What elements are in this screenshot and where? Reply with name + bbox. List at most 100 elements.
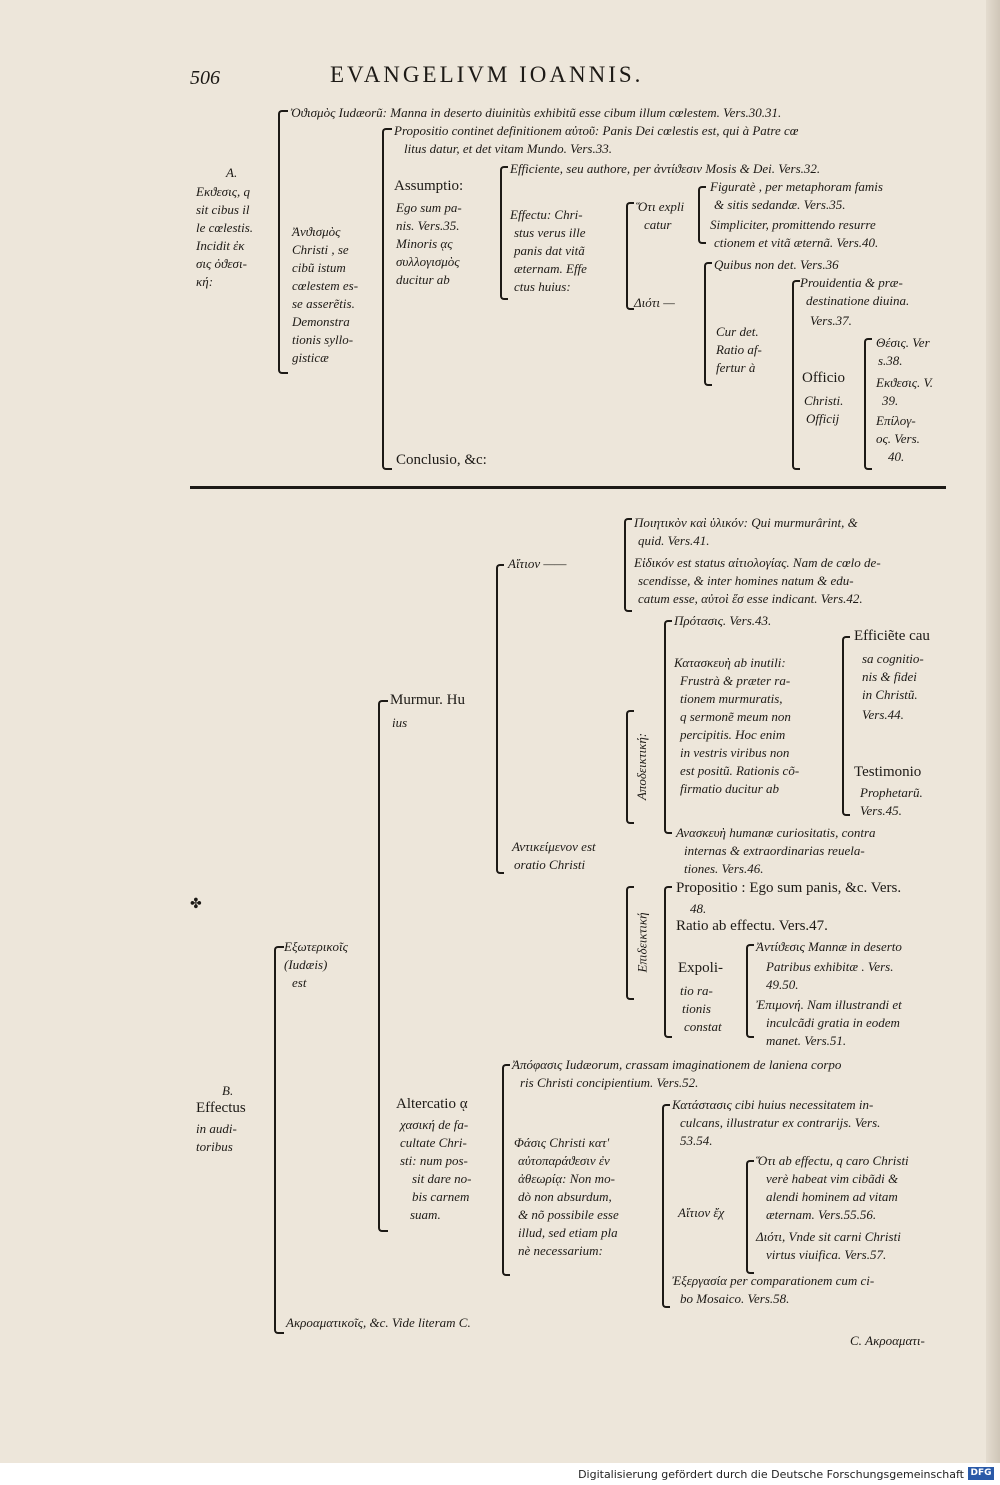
bracket-explicatur	[698, 186, 706, 244]
simpliciter-line: Simpliciter, promittendo resurre	[710, 217, 876, 232]
anaskeue-line: tiones. Vers.46.	[684, 861, 764, 876]
kataskeue-line: q sermonẽ meum non	[680, 709, 791, 724]
officio-line: Officio	[802, 370, 846, 386]
akroamatikois-line: Ακροαματικοῖς, &c. Vide literam C.	[286, 1315, 471, 1330]
hoti2-line: verè habeat vim cibãdi &	[766, 1171, 899, 1186]
murmur-line: ius	[392, 715, 408, 730]
kataskeue-line: in vestris viribus non	[680, 745, 790, 760]
phasis-line: ἀθεωρίᾳ: Non mo-	[518, 1171, 615, 1186]
propositio-line: Propositio continet definitionem αὐτοῦ: …	[394, 123, 799, 138]
section-divider-rule	[190, 486, 946, 489]
epilogos-line: Επίλογ-	[876, 413, 916, 428]
bracket-officio	[864, 338, 872, 470]
antikeimenon-line: Αντικείμενον est	[512, 839, 596, 854]
kataskeue-line: firmatio ducitur ab	[680, 781, 779, 796]
apophasis-line: ris Christi concipientium. Vers.52.	[520, 1075, 699, 1090]
simpliciter-line: ctionem et vitã æternã. Vers.40.	[714, 235, 879, 250]
bracket-altercatio	[502, 1064, 510, 1276]
page-edge-shadow	[986, 0, 1000, 1463]
epilogos-line: 40.	[888, 449, 905, 464]
asterisk-ornament: ✤	[190, 897, 202, 912]
kataskeue-line: percipitis. Hoc enim	[680, 727, 786, 742]
ekthesis-line: Εκϑεσις. V.	[876, 375, 933, 390]
exergasia-line: bo Mosaico. Vers.58.	[680, 1291, 790, 1306]
bracket-demonstratio	[664, 886, 672, 1038]
prothesis-line: Πρότασις. Vers.43.	[674, 613, 772, 628]
bracket-dioti	[704, 262, 712, 386]
bracket-a-main	[278, 110, 288, 374]
expolitio-line: Expoli-	[678, 960, 723, 976]
kataskeue-line: tionem murmuratis,	[680, 691, 783, 706]
ekthesis-line: 39.	[882, 393, 899, 408]
cur-line: Cur det.	[716, 324, 759, 339]
thesis-line: Θέσις. Ver	[876, 335, 930, 350]
hoti-line: catur	[644, 217, 672, 232]
assumptio-line: Minoris ᾳς	[396, 236, 453, 251]
efficiente-causa-line: in Christũ.	[862, 687, 918, 702]
bracket-kataskeue	[842, 636, 850, 816]
figurate-line: & sitis sedandæ. Vers.35.	[714, 197, 846, 212]
bracket-cur	[792, 280, 800, 470]
hoti2-line: alendi hominem ad vitam	[766, 1189, 898, 1204]
occasio-line: Ὀϑισμὸς Iudæorũ: Manna in deserto diuini…	[290, 105, 782, 120]
prouidentia-line: Vers.37.	[810, 313, 852, 328]
poietikon-line: quid. Vers.41.	[638, 533, 710, 548]
anaskeue-line: internas & extraordinarias reuela-	[684, 843, 865, 858]
assumptio-line: ducitur ab	[396, 272, 450, 287]
antithesis-line: gisticæ	[292, 350, 329, 365]
assumptio-line: nis. Vers.35.	[396, 218, 460, 233]
phasis-line: nè necessarium:	[518, 1243, 603, 1258]
assumptio-line: Assumptio:	[394, 178, 464, 194]
bracket-aition	[624, 518, 632, 612]
bracket-murmur	[496, 564, 504, 874]
effectu-line: ctus huius:	[514, 279, 571, 294]
section-b-letter: B.	[222, 1083, 234, 1098]
bracket-syllogism	[382, 128, 392, 470]
antithesis-b-line: Ἀντίϑεσις Mannæ in deserto	[756, 939, 902, 954]
altercatio-line: sti: num pos-	[400, 1153, 468, 1168]
epimone-line: Ἐπιμονή. Nam illustrandi et	[756, 997, 902, 1012]
section-a-label-line: σις ὀϑεσι-	[196, 256, 247, 271]
efficiente-causa-line: Efficiẽte cau	[854, 628, 930, 644]
aition-label: Αἴτιον ——	[508, 556, 567, 571]
effectu-line: Effectu: Chri-	[510, 207, 583, 222]
bracket-phasis	[662, 1104, 670, 1308]
katastasis-line: 53.54.	[680, 1133, 713, 1148]
testimonio-line: Prophetarũ.	[860, 785, 923, 800]
expolitio-line: tio ra-	[680, 983, 713, 998]
testimonio-line: Vers.45.	[860, 803, 902, 818]
dioti-label: Διότι —	[634, 295, 675, 310]
poietikon-line: Ποιητικὸν καὶ ὑλικόν: Qui murmurârint, &	[634, 515, 858, 530]
altercatio-line: suam.	[410, 1207, 441, 1222]
section-a-label-line: Εκϑεσις, q	[196, 184, 250, 199]
effectu-line: stus verus ille	[514, 225, 586, 240]
murmur-line: Murmur. Hu	[390, 692, 465, 708]
propositio-line: litus datur, et det vitam Mundo. Vers.33…	[404, 141, 612, 156]
altercatio-line: cultate Chri-	[400, 1135, 467, 1150]
antithesis-b-line: Patribus exhibitæ . Vers.	[766, 959, 894, 974]
antithesis-line: Demonstra	[292, 314, 350, 329]
exoteric-line: (Iudæis)	[284, 957, 328, 972]
section-b-label-line: toribus	[196, 1139, 233, 1154]
conclusio-line: Conclusio, &c:	[396, 452, 487, 468]
altercatio-line: bis carnem	[412, 1189, 470, 1204]
kataskeue-line: Frustrà & præter ra-	[680, 673, 791, 688]
epideiktike-vertical: Επιδεικτική	[634, 912, 650, 973]
footer-bar: Digitalisierung gefördert durch die Deut…	[0, 1463, 1000, 1485]
apophasis-line: Ἀπόφασις Iudæorum, crassam imaginationem…	[512, 1057, 842, 1072]
effectu-line: æternam. Effe	[514, 261, 587, 276]
bracket-aition2	[746, 1160, 754, 1274]
katastasis-line: Κατάστασις cibi huius necessitatem in-	[672, 1097, 874, 1112]
phasis-line: illud, sed etiam pla	[518, 1225, 618, 1240]
aition2-label: Αἴτιον ἔχ	[678, 1205, 725, 1220]
antithesis-line: cibũ istum	[292, 260, 346, 275]
ratio-line: Ratio ab effectu. Vers.47.	[676, 918, 828, 934]
antithesis-line: cœlestem es-	[292, 278, 359, 293]
antithesis-line: tionis syllo-	[292, 332, 354, 347]
bracket-apodeiktike	[626, 710, 634, 824]
section-a-label-line: κή:	[196, 274, 214, 289]
altercatio-line: χασική de fa-	[400, 1117, 469, 1132]
dfg-logo: DFG	[968, 1467, 994, 1480]
antithesis-line: se asserẽtis.	[292, 296, 355, 311]
antithesis-line: Ἀνϑισμὸς	[292, 224, 341, 239]
